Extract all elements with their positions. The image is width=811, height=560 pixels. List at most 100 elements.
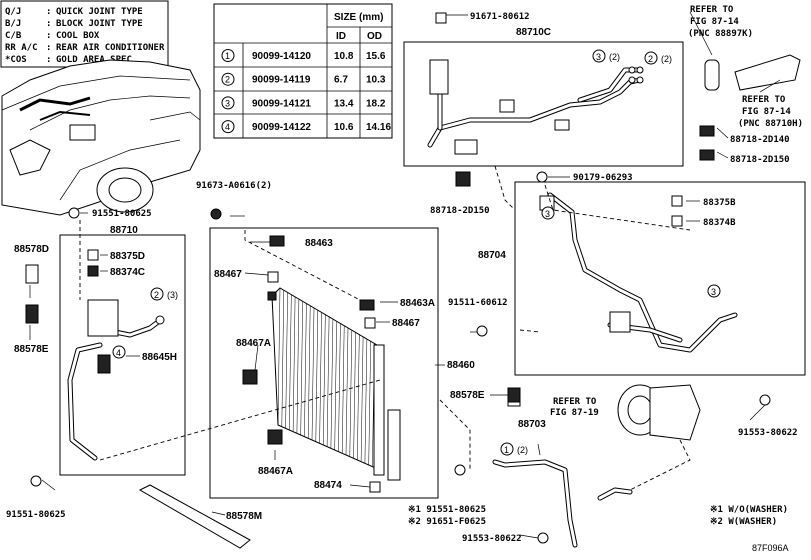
label-refer-1: REFER TO xyxy=(690,5,734,15)
note-w-washer: ※2 W(WASHER) xyxy=(710,517,777,527)
size-row-od: 14.16 xyxy=(366,122,391,133)
note-washer-2-part: ※2 91651-F0625 xyxy=(408,517,486,527)
label-pnc-2: (PNC 88710H) xyxy=(738,119,803,129)
legend-abbr: B/J xyxy=(5,19,21,29)
box-88704 xyxy=(514,181,806,376)
label-91551-80625-a: 91551-80625 xyxy=(92,209,152,219)
label-91673-a0616: 91673-A0616(2) xyxy=(196,181,272,191)
label-88578d: 88578D xyxy=(14,244,49,255)
size-row-id: 13.4 xyxy=(334,98,354,109)
size-row-number-circle xyxy=(221,120,235,134)
callout-4: 4 xyxy=(116,348,121,358)
size-row-number: 1 xyxy=(225,51,230,61)
size-row-id: 10.6 xyxy=(334,122,354,133)
legend-text: BLOCK JOINT TYPE xyxy=(56,19,143,29)
label-88374b: 88374B xyxy=(703,218,736,228)
box-88710 xyxy=(59,234,186,476)
size-row-part-number: 90099-14122 xyxy=(252,122,311,133)
label-fig-2: FIG 87-14 xyxy=(742,107,791,117)
label-88467a-a: 88467A xyxy=(236,338,271,349)
size-row-id: 6.7 xyxy=(334,75,348,86)
label-fig-3: FIG 87-19 xyxy=(550,408,599,418)
label-88718-2d140: 88718-2D140 xyxy=(730,135,790,145)
legend-colon: : xyxy=(46,43,51,53)
callout-2c: 2 xyxy=(154,290,159,300)
label-88718-2d150-a: 88718-2D150 xyxy=(730,155,790,165)
legend-text: COOL BOX xyxy=(56,31,100,41)
size-row-part-number: 90099-14120 xyxy=(252,51,311,62)
note-wo-washer: ※1 W/O(WASHER) xyxy=(710,505,788,515)
label-pnc-1: (PNC 88897K) xyxy=(688,29,753,39)
label-88718-2d150-b: 88718-2D150 xyxy=(430,206,490,216)
size-row-part-number: 90099-14121 xyxy=(252,98,311,109)
label-88710: 88710 xyxy=(110,225,138,236)
part-labels: 91671-80612 88710C REFER TO FIG 87-14 (P… xyxy=(6,5,803,553)
callout-3b: 3 xyxy=(545,209,550,219)
callout-3a-qty: (2) xyxy=(609,52,620,62)
label-88645h: 88645H xyxy=(142,352,177,363)
label-88374c: 88374C xyxy=(110,267,145,278)
size-row-part-number: 90099-14119 xyxy=(252,75,311,86)
label-88704: 88704 xyxy=(478,250,506,261)
label-88578e: 88578E xyxy=(14,344,49,355)
size-row-number: 4 xyxy=(225,122,230,132)
label-88463a: 88463A xyxy=(400,298,435,309)
legend-abbr: RR A/C xyxy=(5,43,38,53)
callout-2c-qty: (3) xyxy=(167,290,178,300)
size-row-number: 3 xyxy=(225,98,230,108)
vehicle-illustration xyxy=(1,59,201,216)
legend-colon: : xyxy=(46,19,51,29)
label-88463: 88463 xyxy=(305,238,333,249)
size-table-header-od: OD xyxy=(367,31,382,42)
size-row-od: 10.3 xyxy=(366,75,386,86)
label-88467-b: 88467 xyxy=(392,318,420,329)
size-row-number-circle xyxy=(221,49,235,62)
callouts: 3 (2) 2 (2) 3 3 2 (3) 4 1 (2) xyxy=(112,49,721,456)
label-88703: 88703 xyxy=(518,419,546,430)
label-88710c: 88710C xyxy=(516,27,551,38)
label-91671-80612: 91671-80612 xyxy=(470,12,530,22)
legend-colon: : xyxy=(46,55,51,65)
callout-2b: 2 xyxy=(648,54,653,64)
connector-parts xyxy=(25,12,801,544)
label-91511-60612: 91511-60612 xyxy=(448,298,508,308)
part-88578m-shape xyxy=(138,484,251,549)
label-88474: 88474 xyxy=(314,480,342,491)
label-91551-80625-b: 91551-80625 xyxy=(6,510,66,520)
box-88460 xyxy=(209,227,439,499)
legend-abbr: *COS xyxy=(5,55,27,65)
label-88375d: 88375D xyxy=(110,251,145,262)
legend-abbr: C/B xyxy=(5,31,22,41)
size-row-number-circle xyxy=(221,72,235,86)
legend-colon: : xyxy=(46,7,51,17)
label-fig-1: FIG 87-14 xyxy=(690,17,739,27)
legend-text: REAR AIR CONDITIONER xyxy=(56,43,165,53)
callout-3c: 3 xyxy=(711,287,716,297)
note-washer-1-part: ※1 91551-80625 xyxy=(408,505,486,515)
legend-colon: : xyxy=(46,31,51,41)
size-row-id: 10.8 xyxy=(334,51,354,62)
label-88578e-2: 88578E xyxy=(450,390,485,401)
size-row-number-circle xyxy=(221,96,235,110)
callout-3a: 3 xyxy=(596,52,601,62)
leader-lines xyxy=(29,11,781,539)
label-88467a-b: 88467A xyxy=(258,466,293,477)
size-row-od: 18.2 xyxy=(366,98,386,109)
label-90179-06293: 90179-06293 xyxy=(573,173,633,183)
size-row-od: 15.6 xyxy=(366,51,386,62)
callout-2b-qty: (2) xyxy=(661,54,672,64)
label-88578m: 88578M xyxy=(226,511,262,522)
label-refer-3: REFER TO xyxy=(553,397,597,407)
figure-code: 87F096A xyxy=(752,543,789,553)
label-refer-2: REFER TO xyxy=(742,95,786,105)
label-88375b: 88375B xyxy=(703,198,736,208)
label-91553-80622-a: 91553-80622 xyxy=(738,428,798,438)
label-91553-80622-b: 91553-80622 xyxy=(462,534,522,544)
legend-abbr: Q/J xyxy=(5,7,21,17)
legend-text: QUICK JOINT TYPE xyxy=(56,7,143,17)
size-table-title: SIZE (mm) xyxy=(334,12,383,23)
legend-box: Q/J: QUICK JOINT TYPE B/J: BLOCK JOINT TYPE… xyxy=(0,0,169,68)
